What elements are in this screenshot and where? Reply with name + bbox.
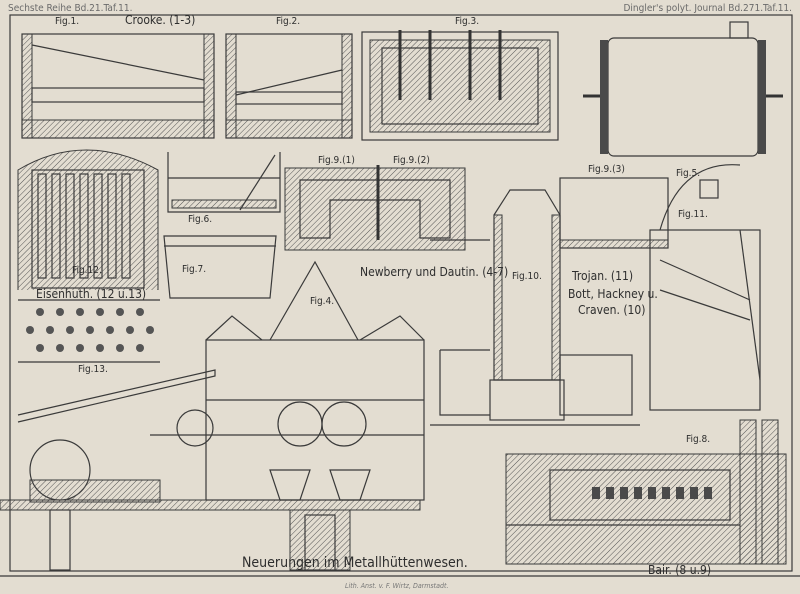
fig9-drawing <box>284 165 669 251</box>
label-fig9-2: Fig.9.(2) <box>393 155 430 166</box>
fig12-drawing <box>17 149 159 290</box>
fig1-drawing <box>21 33 215 139</box>
label-craven: Craven. (10) <box>578 303 645 317</box>
label-fig12: Fig.12. <box>72 265 102 276</box>
fig13-drawing <box>18 299 160 363</box>
label-fig9-1: Fig.9.(1) <box>318 155 355 166</box>
fig11-drawing <box>649 164 761 411</box>
label-fig9-3: Fig.9.(3) <box>588 164 625 175</box>
label-fig2: Fig.2. <box>276 16 300 27</box>
label-crooke: Crooke. (1-3) <box>125 13 195 27</box>
label-fig8: Fig.8. <box>686 434 710 445</box>
fig4-drawing <box>0 260 425 571</box>
label-newberry: Newberry und Dautin. (4-7) <box>360 265 508 279</box>
label-eisenhuth: Eisenhuth. (12 u.13) <box>36 287 146 301</box>
label-bair: Bair. (8 u.9) <box>648 563 711 577</box>
label-fig11: Fig.11. <box>678 209 708 220</box>
label-trojan: Trojan. (11) <box>571 269 633 283</box>
plate-title: Neuerungen im Metallhüttenwesen. <box>242 555 468 571</box>
header-left: Sechste Reihe Bd.21.Taf.11. <box>8 3 132 14</box>
fig5-drawing <box>583 21 783 157</box>
imprint: Lith. Anst. v. F. Wirtz, Darmstadt. <box>345 582 448 590</box>
label-fig1: Fig.1. <box>55 16 79 27</box>
label-fig4: Fig.4. <box>310 296 334 307</box>
fig8-drawing <box>505 419 787 565</box>
fig2-drawing <box>225 33 353 139</box>
label-fig7: Fig.7. <box>182 264 206 275</box>
fig6-drawing <box>167 152 281 213</box>
label-fig3: Fig.3. <box>455 16 479 27</box>
label-fig10: Fig.10. <box>512 271 542 282</box>
plate-border <box>9 14 793 572</box>
label-bott: Bott, Hackney u. <box>568 287 658 301</box>
label-fig13: Fig.13. <box>78 364 108 375</box>
label-fig6: Fig.6. <box>188 214 212 225</box>
header-right: Dingler's polyt. Journal Bd.271.Taf.11. <box>623 3 792 14</box>
label-fig5: Fig.5. <box>676 168 700 179</box>
fig3-drawing <box>361 30 559 141</box>
fig7-drawing <box>163 235 277 299</box>
fig10-drawing <box>430 189 640 426</box>
